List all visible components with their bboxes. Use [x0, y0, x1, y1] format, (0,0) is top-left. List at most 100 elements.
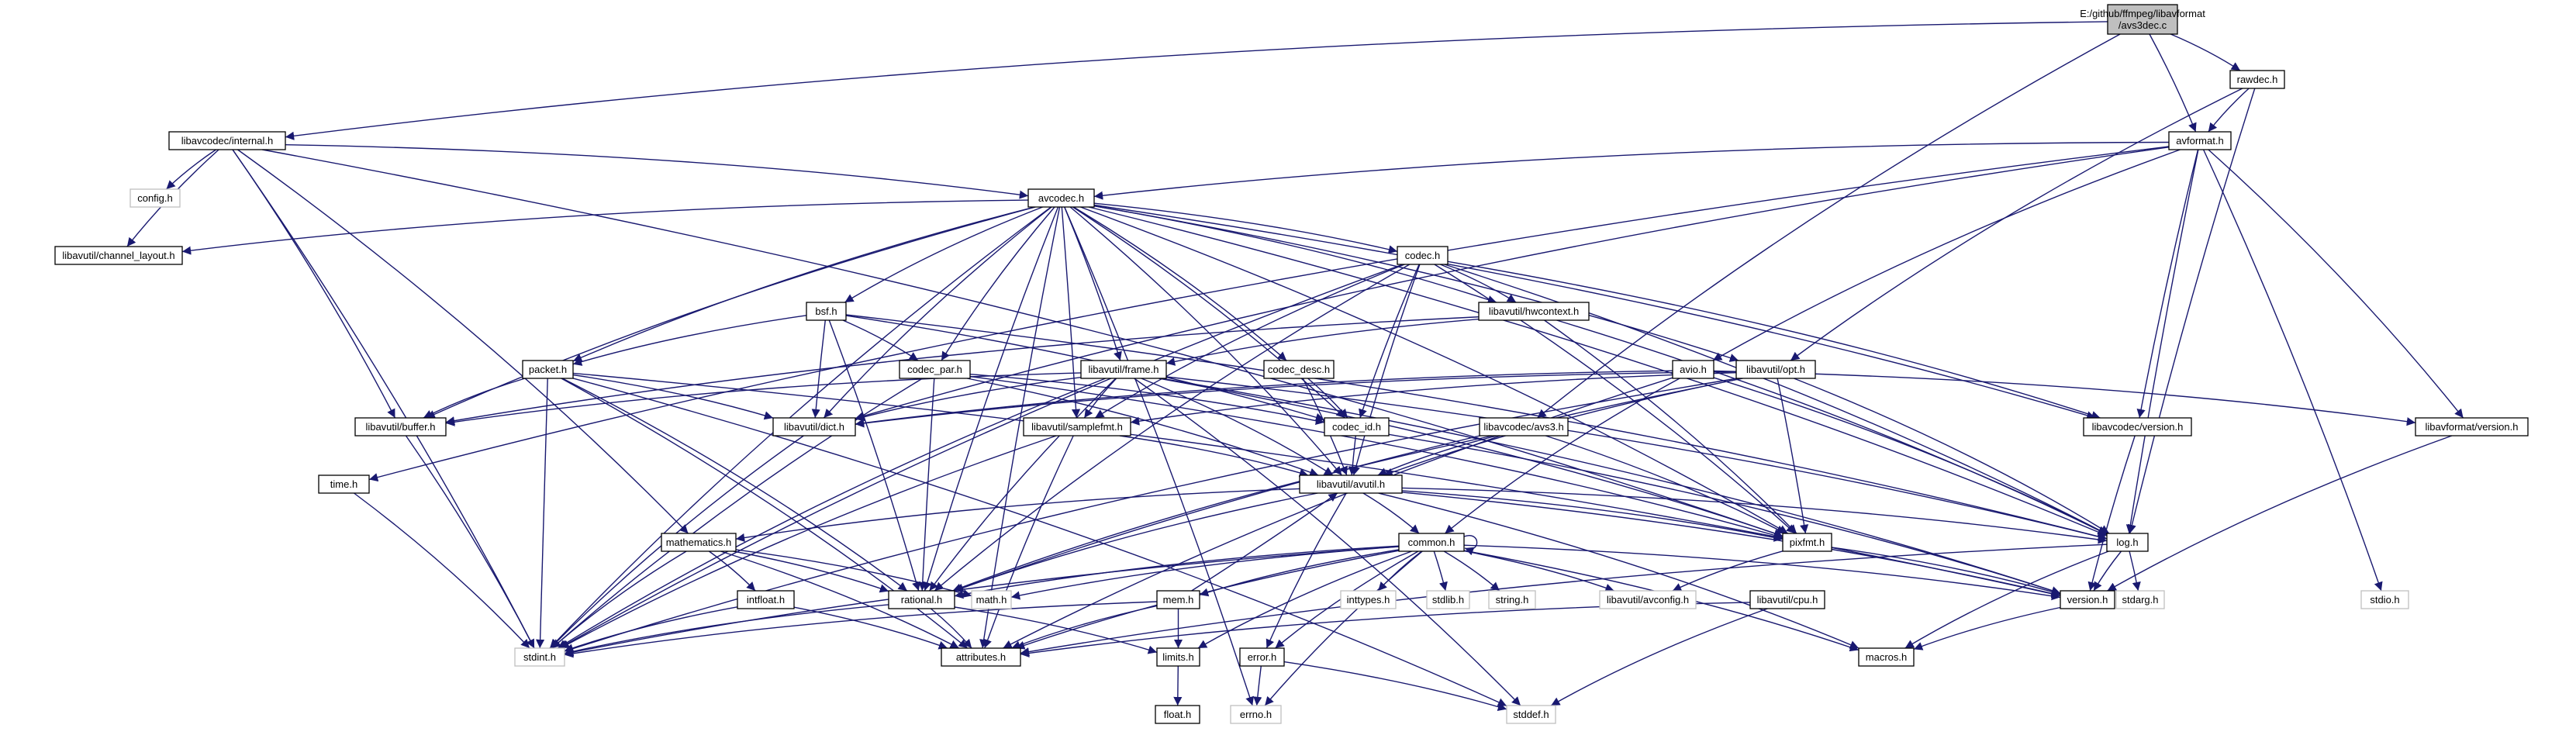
node-libavcodec-internal-h[interactable]: libavcodec/internal.h [168, 131, 286, 150]
node-label: common.h [1408, 537, 1455, 548]
node-packet-h[interactable]: packet.h [522, 360, 574, 379]
edge-avcodec-to-codec [1093, 202, 1398, 254]
node-label: libavutil/samplefmt.h [1031, 421, 1123, 433]
node-label: stdint.h [523, 651, 556, 663]
node-time-h[interactable]: time.h [318, 474, 370, 494]
node-attributes-h[interactable]: attributes.h [941, 647, 1021, 667]
node-label: time.h [330, 478, 357, 490]
edge-opt-to-pixfmt [1777, 378, 1809, 534]
node-log-h[interactable]: log.h [2106, 533, 2149, 552]
node-libavcodec-avs3-h[interactable]: libavcodec/avs3.h [1479, 417, 1569, 437]
node-codec-desc-h[interactable]: codec_desc.h [1263, 360, 1335, 379]
node-codec-id-h[interactable]: codec_id.h [1324, 417, 1390, 437]
edge-packet-to-dict [572, 374, 774, 420]
node-math-h: math.h [971, 590, 1012, 609]
edge-rawdec-to-log [2127, 88, 2256, 534]
edge-intfloat-to-stdint [564, 606, 738, 653]
node-error-h[interactable]: error.h [1239, 647, 1285, 667]
edge-internal-to-buffer [232, 149, 396, 419]
node-version-h[interactable]: version.h [2060, 590, 2115, 609]
node-config-h: config.h [129, 188, 181, 208]
node-avformat-h[interactable]: avformat.h [2168, 131, 2232, 150]
edge-avcodec-to-frame [1064, 206, 1122, 361]
node-libavutil-opt-h[interactable]: libavutil/opt.h [1735, 360, 1816, 379]
node-label: float.h [1164, 709, 1191, 720]
node-label: codec.h [1405, 250, 1441, 261]
node-bsf-h[interactable]: bsf.h [806, 302, 847, 321]
node-libavutil-buffer-h[interactable]: libavutil/buffer.h [354, 417, 447, 437]
node-box [1230, 705, 1282, 724]
node-box [1488, 590, 1536, 609]
edge-root-to-avs3 [1537, 33, 2121, 419]
node-box [1672, 360, 1714, 379]
node-box [1080, 360, 1167, 379]
edge-avs3-to-pixfmt [1545, 435, 1786, 534]
node-rawdec-h[interactable]: rawdec.h [2229, 70, 2285, 89]
edge-frame-to-log [1165, 376, 2108, 541]
edge-avutil-to-common [1362, 492, 1420, 534]
edge-codec_par-to-stdint [551, 378, 924, 649]
node-macros-h[interactable]: macros.h [1858, 647, 1915, 667]
edge-rational-to-limits [954, 606, 1158, 654]
node-libavutil-cpu-h[interactable]: libavutil/cpu.h [1749, 590, 1825, 609]
node-label: libavformat/version.h [2426, 421, 2519, 433]
node-pixfmt-h[interactable]: pixfmt.h [1782, 533, 1832, 552]
edge-avformat-to-dict [855, 147, 2170, 420]
edge-mathematics-to-math [735, 549, 972, 598]
node-limits-h[interactable]: limits.h [1156, 647, 1200, 667]
node-box [1324, 417, 1390, 437]
node-intfloat-h[interactable]: intfloat.h [737, 590, 795, 609]
node-rational-h[interactable]: rational.h [888, 590, 955, 609]
node-libavutil-hwcontext-h[interactable]: libavutil/hwcontext.h [1478, 302, 1590, 321]
edge-frame-to-avutil [1141, 378, 1334, 476]
edge-packet-to-version [572, 372, 2061, 599]
edge-codec-to-pixfmt [1434, 264, 1796, 534]
node-label: libavcodec/internal.h [181, 135, 274, 147]
node-mathematics-h[interactable]: mathematics.h [661, 533, 737, 552]
node-box [54, 246, 183, 265]
edge-avformat-to-time [368, 146, 2170, 482]
node-codec-par-h[interactable]: codec_par.h [899, 360, 971, 379]
node-stdarg-h: stdarg.h [2115, 590, 2165, 609]
edge-avio-to-common [1444, 378, 1680, 534]
edge-avio-to-dict [855, 370, 1673, 428]
node-codec-h[interactable]: codec.h [1397, 246, 1449, 265]
node-mem-h[interactable]: mem.h [1156, 590, 1200, 609]
node-box [1478, 302, 1590, 321]
edge-mathematics-to-intfloat [708, 550, 756, 592]
edge-opt-to-stdint [564, 378, 1738, 654]
node-box [514, 647, 565, 667]
node-stdlib-h: stdlib.h [1426, 590, 1470, 609]
node-box [1155, 705, 1200, 724]
edge-buffer-to-stdint [405, 435, 535, 649]
edge-samplefmt-to-stdint [560, 435, 1057, 649]
node-label: rational.h [901, 594, 942, 606]
node-e-github-ffmpeg-libavformat-avs3dec-c[interactable]: E:/github/ffmpeg/libavformat/avs3dec.c [2080, 4, 2205, 35]
node-box [899, 360, 971, 379]
edge-avutil-to-pixfmt [1401, 490, 1784, 542]
node-box [168, 131, 286, 150]
node-libavutil-samplefmt-h[interactable]: libavutil/samplefmt.h [1023, 417, 1131, 437]
edge-mathematics-to-attributes [720, 550, 960, 649]
edge-lfversion-to-version [2107, 435, 2453, 592]
node-label: avcodec.h [1038, 192, 1084, 204]
node-avcodec-h[interactable]: avcodec.h [1027, 188, 1095, 208]
node-avio-h[interactable]: avio.h [1672, 360, 1714, 379]
node-float-h[interactable]: float.h [1155, 705, 1200, 724]
node-libavutil-avutil-h[interactable]: libavutil/avutil.h [1299, 474, 1403, 494]
edge-avcodec-to-log [1088, 206, 2108, 537]
node-libavutil-frame-h[interactable]: libavutil/frame.h [1080, 360, 1167, 379]
node-label: config.h [137, 192, 173, 204]
edge-intfloat-to-attributes [793, 606, 948, 650]
edge-rawdec-to-opt [1790, 88, 2243, 361]
node-libavutil-channel-layout-h[interactable]: libavutil/channel_layout.h [54, 246, 183, 265]
node-libavutil-dict-h[interactable]: libavutil/dict.h [772, 417, 856, 437]
node-label: stdio.h [2370, 594, 2399, 606]
node-stddef-h: stddef.h [1506, 705, 1556, 724]
edge-rational-to-stdint [564, 604, 889, 656]
node-common-h[interactable]: common.h [1398, 533, 1465, 552]
edge-pixfmt-to-version [1831, 547, 2061, 596]
node-libavcodec-version-h[interactable]: libavcodec/version.h [2083, 417, 2192, 437]
node-libavformat-version-h[interactable]: libavformat/version.h [2415, 417, 2529, 437]
edge-avformat-to-lfversion [2208, 149, 2464, 419]
